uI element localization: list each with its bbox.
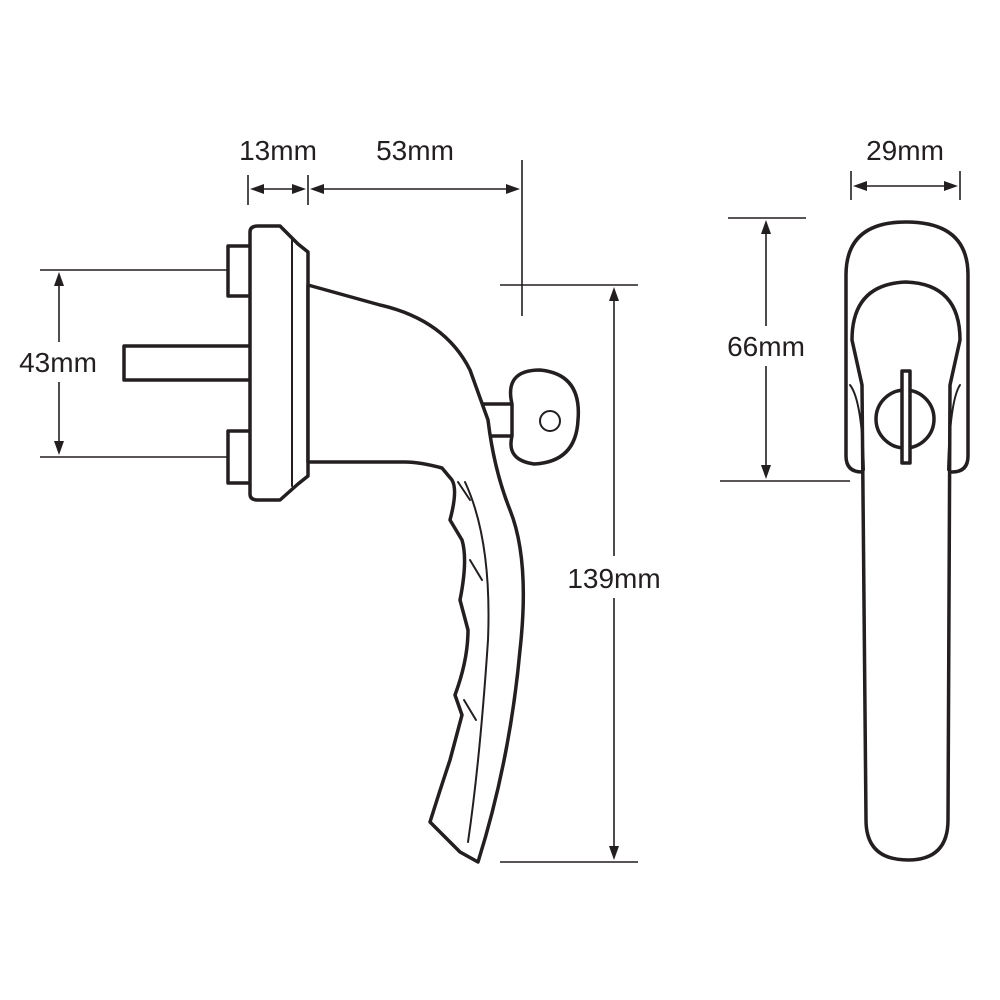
key bbox=[480, 368, 581, 466]
dimension-66mm: 66mm bbox=[718, 217, 850, 482]
label-66mm: 66mm bbox=[727, 331, 805, 362]
front-lever bbox=[850, 280, 962, 862]
handle-body bbox=[306, 283, 526, 864]
label-29mm: 29mm bbox=[866, 135, 944, 166]
screw-head-bottom bbox=[226, 429, 254, 485]
dimension-139mm: 139mm bbox=[500, 284, 668, 863]
front-view: 29mm 66mm bbox=[718, 135, 970, 862]
spindle bbox=[122, 344, 254, 382]
screw-head-top bbox=[226, 244, 254, 298]
label-139mm: 139mm bbox=[567, 563, 660, 594]
base-plate bbox=[248, 224, 310, 502]
key-slot bbox=[900, 369, 912, 465]
key-hole bbox=[539, 410, 561, 432]
label-43mm: 43mm bbox=[19, 347, 97, 378]
dimension-53mm: 53mm bbox=[310, 135, 523, 316]
dimension-43mm: 43mm bbox=[8, 269, 228, 458]
label-13mm: 13mm bbox=[239, 135, 317, 166]
dimension-13mm: 13mm bbox=[239, 135, 317, 205]
dimension-29mm: 29mm bbox=[850, 135, 961, 200]
side-view: 13mm 53mm 43mm 139mm bbox=[8, 135, 668, 864]
label-53mm: 53mm bbox=[376, 135, 454, 166]
